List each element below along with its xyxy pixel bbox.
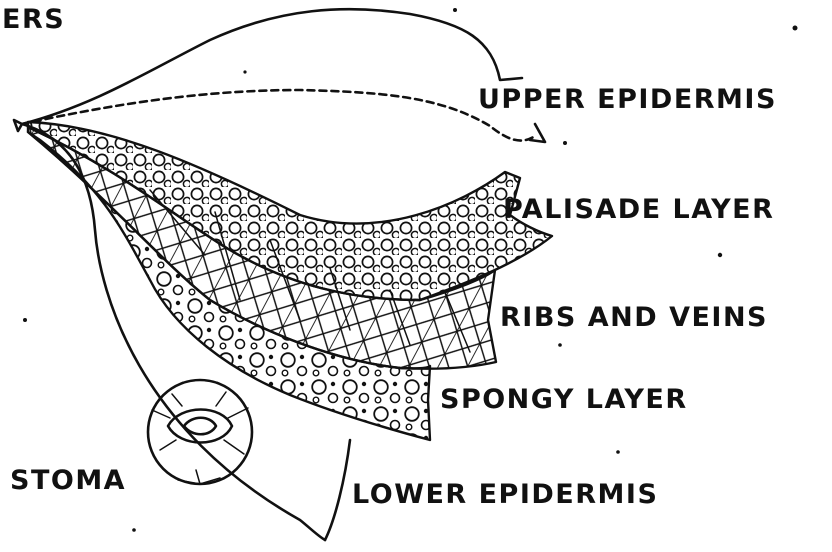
upper-epidermis-tip bbox=[530, 124, 545, 142]
ribs-and-veins-label: RIBS AND VEINS bbox=[500, 302, 768, 333]
upper-epidermis-label: UPPER EPIDERMIS bbox=[478, 84, 777, 115]
lower-epidermis-edge bbox=[325, 440, 350, 540]
stoma-label: STOMA bbox=[10, 465, 126, 496]
leaf-tip bbox=[14, 120, 22, 131]
upper-leaf-margin-line bbox=[22, 9, 522, 124]
stoma-magnifier bbox=[148, 380, 252, 484]
lower-epidermis-label: LOWER EPIDERMIS bbox=[352, 479, 658, 510]
corner-fragment-label: ERS bbox=[2, 4, 65, 35]
palisade-layer-label: PALISADE LAYER bbox=[503, 194, 774, 225]
spongy-layer-label: SPONGY LAYER bbox=[440, 384, 688, 415]
palisade-layer-band bbox=[28, 122, 552, 300]
